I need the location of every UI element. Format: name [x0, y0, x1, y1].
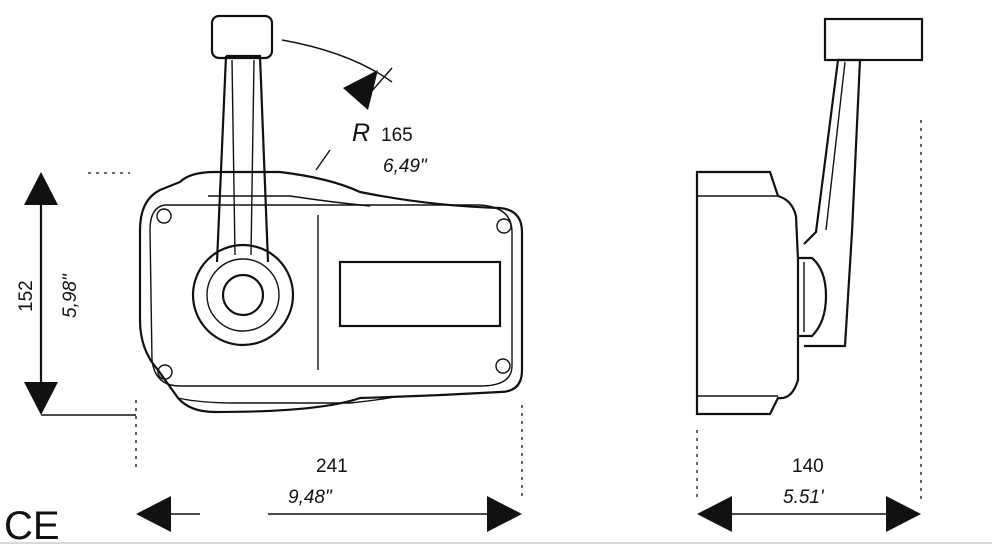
height-arrow-up [24, 172, 58, 205]
depth-mm: 140 [792, 456, 824, 477]
radius-arc [281, 39, 393, 83]
depth-arrow-left [697, 496, 732, 532]
radius-mm: 165 [381, 125, 413, 146]
side-lever [803, 58, 862, 348]
height-dimension: 152 5,98" [16, 172, 137, 470]
height-arrow-down [24, 382, 58, 415]
radius-label: R 165 6,49" [352, 119, 428, 177]
width-arrow-right [487, 496, 522, 532]
height-mm: 152 [16, 280, 37, 312]
side-housing [695, 170, 800, 416]
side-knob [823, 17, 924, 62]
front-view [138, 14, 524, 414]
label-window [338, 260, 502, 328]
screw-icons [156, 208, 512, 380]
width-arrow-left [136, 496, 171, 532]
height-inch: 5,98" [60, 273, 81, 318]
width-inch: 9,48" [288, 487, 333, 508]
housing-outline [138, 170, 524, 414]
depth-arrow-right [886, 496, 921, 532]
face-plate [149, 204, 513, 387]
depth-dimension: 140 5.51' [696, 120, 922, 532]
ce-mark: CE [4, 504, 60, 547]
lever-arm [215, 54, 270, 263]
radius-arrowhead [343, 70, 378, 110]
radius-prefix: R [352, 119, 370, 147]
width-mm: 241 [316, 456, 348, 477]
lever-knob [210, 14, 274, 60]
side-hub [798, 256, 828, 338]
depth-inch: 5.51' [783, 487, 825, 508]
radius-inch: 6,49" [383, 156, 428, 177]
width-dimension: 241 9,48" [136, 405, 523, 532]
side-view [695, 17, 924, 416]
lever-hub [191, 243, 295, 347]
